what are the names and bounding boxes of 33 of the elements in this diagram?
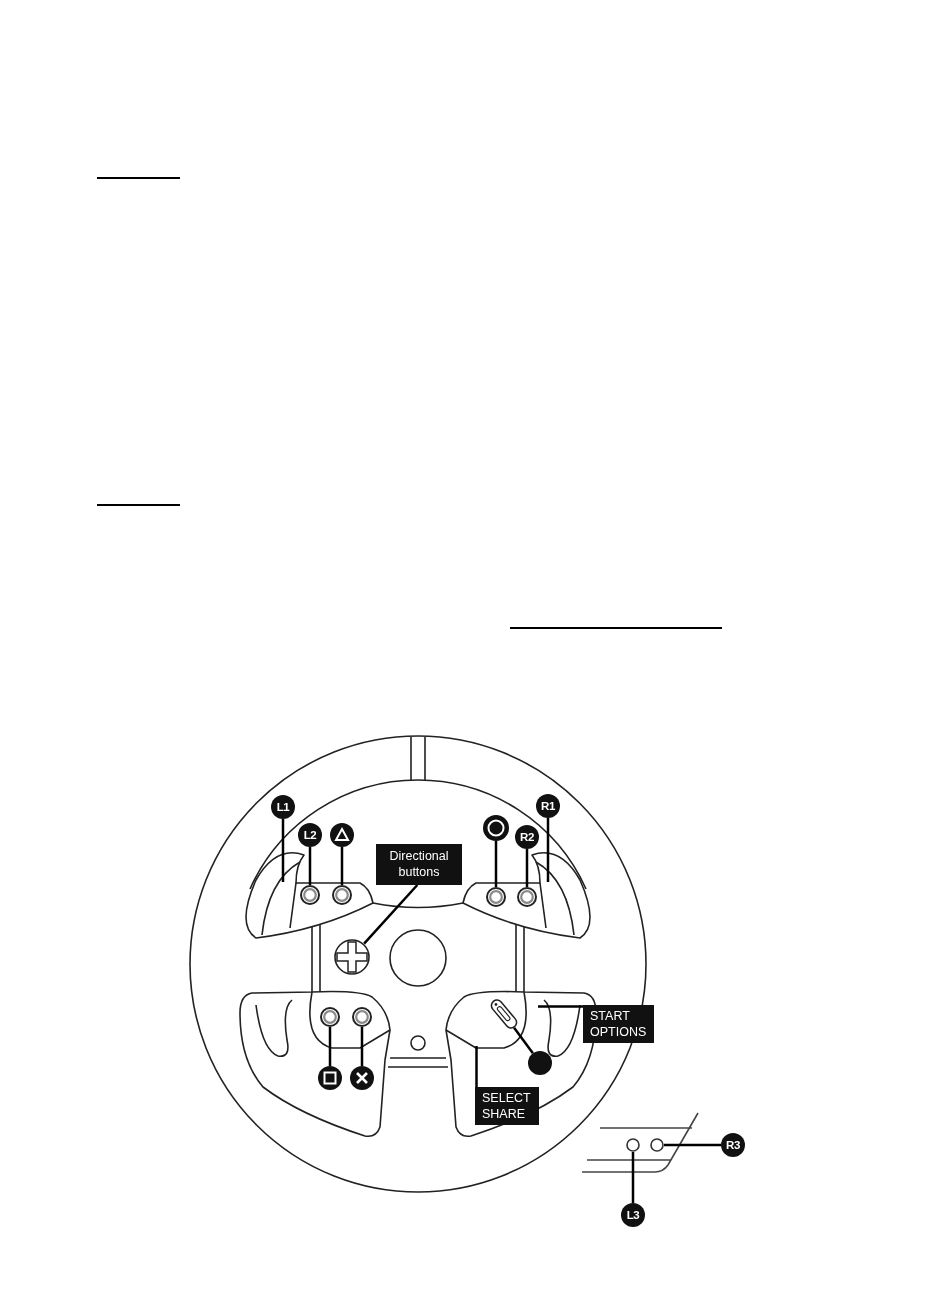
leader-line [308, 847, 312, 885]
round-button [650, 1138, 664, 1152]
control-name: SELECT [482, 1090, 531, 1106]
leader-line [664, 1143, 721, 1147]
control-name: START [590, 1008, 631, 1024]
leader-line [281, 819, 285, 882]
cross-icon [350, 1066, 374, 1090]
callout-badge: R1 [536, 794, 560, 818]
leader-line [538, 1005, 583, 1008]
leader-line [360, 1027, 364, 1066]
control-name: OPTIONS [590, 1024, 647, 1040]
leader-line [328, 1027, 332, 1066]
directional-pad [334, 939, 370, 975]
callout-label: Directional buttons [376, 844, 462, 885]
leader-line [546, 818, 550, 882]
callout-badge: R3 [721, 1133, 745, 1157]
leader-line [494, 841, 498, 887]
leader-line [513, 1026, 534, 1055]
circle-icon [483, 815, 509, 841]
callout-panel [583, 1005, 655, 1043]
callout-badge: L2 [298, 823, 322, 847]
leader-line [363, 884, 419, 945]
leader-line [631, 1152, 635, 1203]
control-name: SHARE [482, 1106, 527, 1122]
callout-panel [475, 1087, 539, 1125]
leader-line [475, 1046, 478, 1087]
callout-badge: L3 [621, 1203, 645, 1227]
leader-line [525, 849, 529, 887]
callout-badge: R2 [515, 825, 539, 849]
round-button [626, 1138, 640, 1152]
callout-dot-icon [528, 1051, 552, 1075]
callout-badge: L1 [271, 795, 295, 819]
leader-line [340, 847, 344, 885]
